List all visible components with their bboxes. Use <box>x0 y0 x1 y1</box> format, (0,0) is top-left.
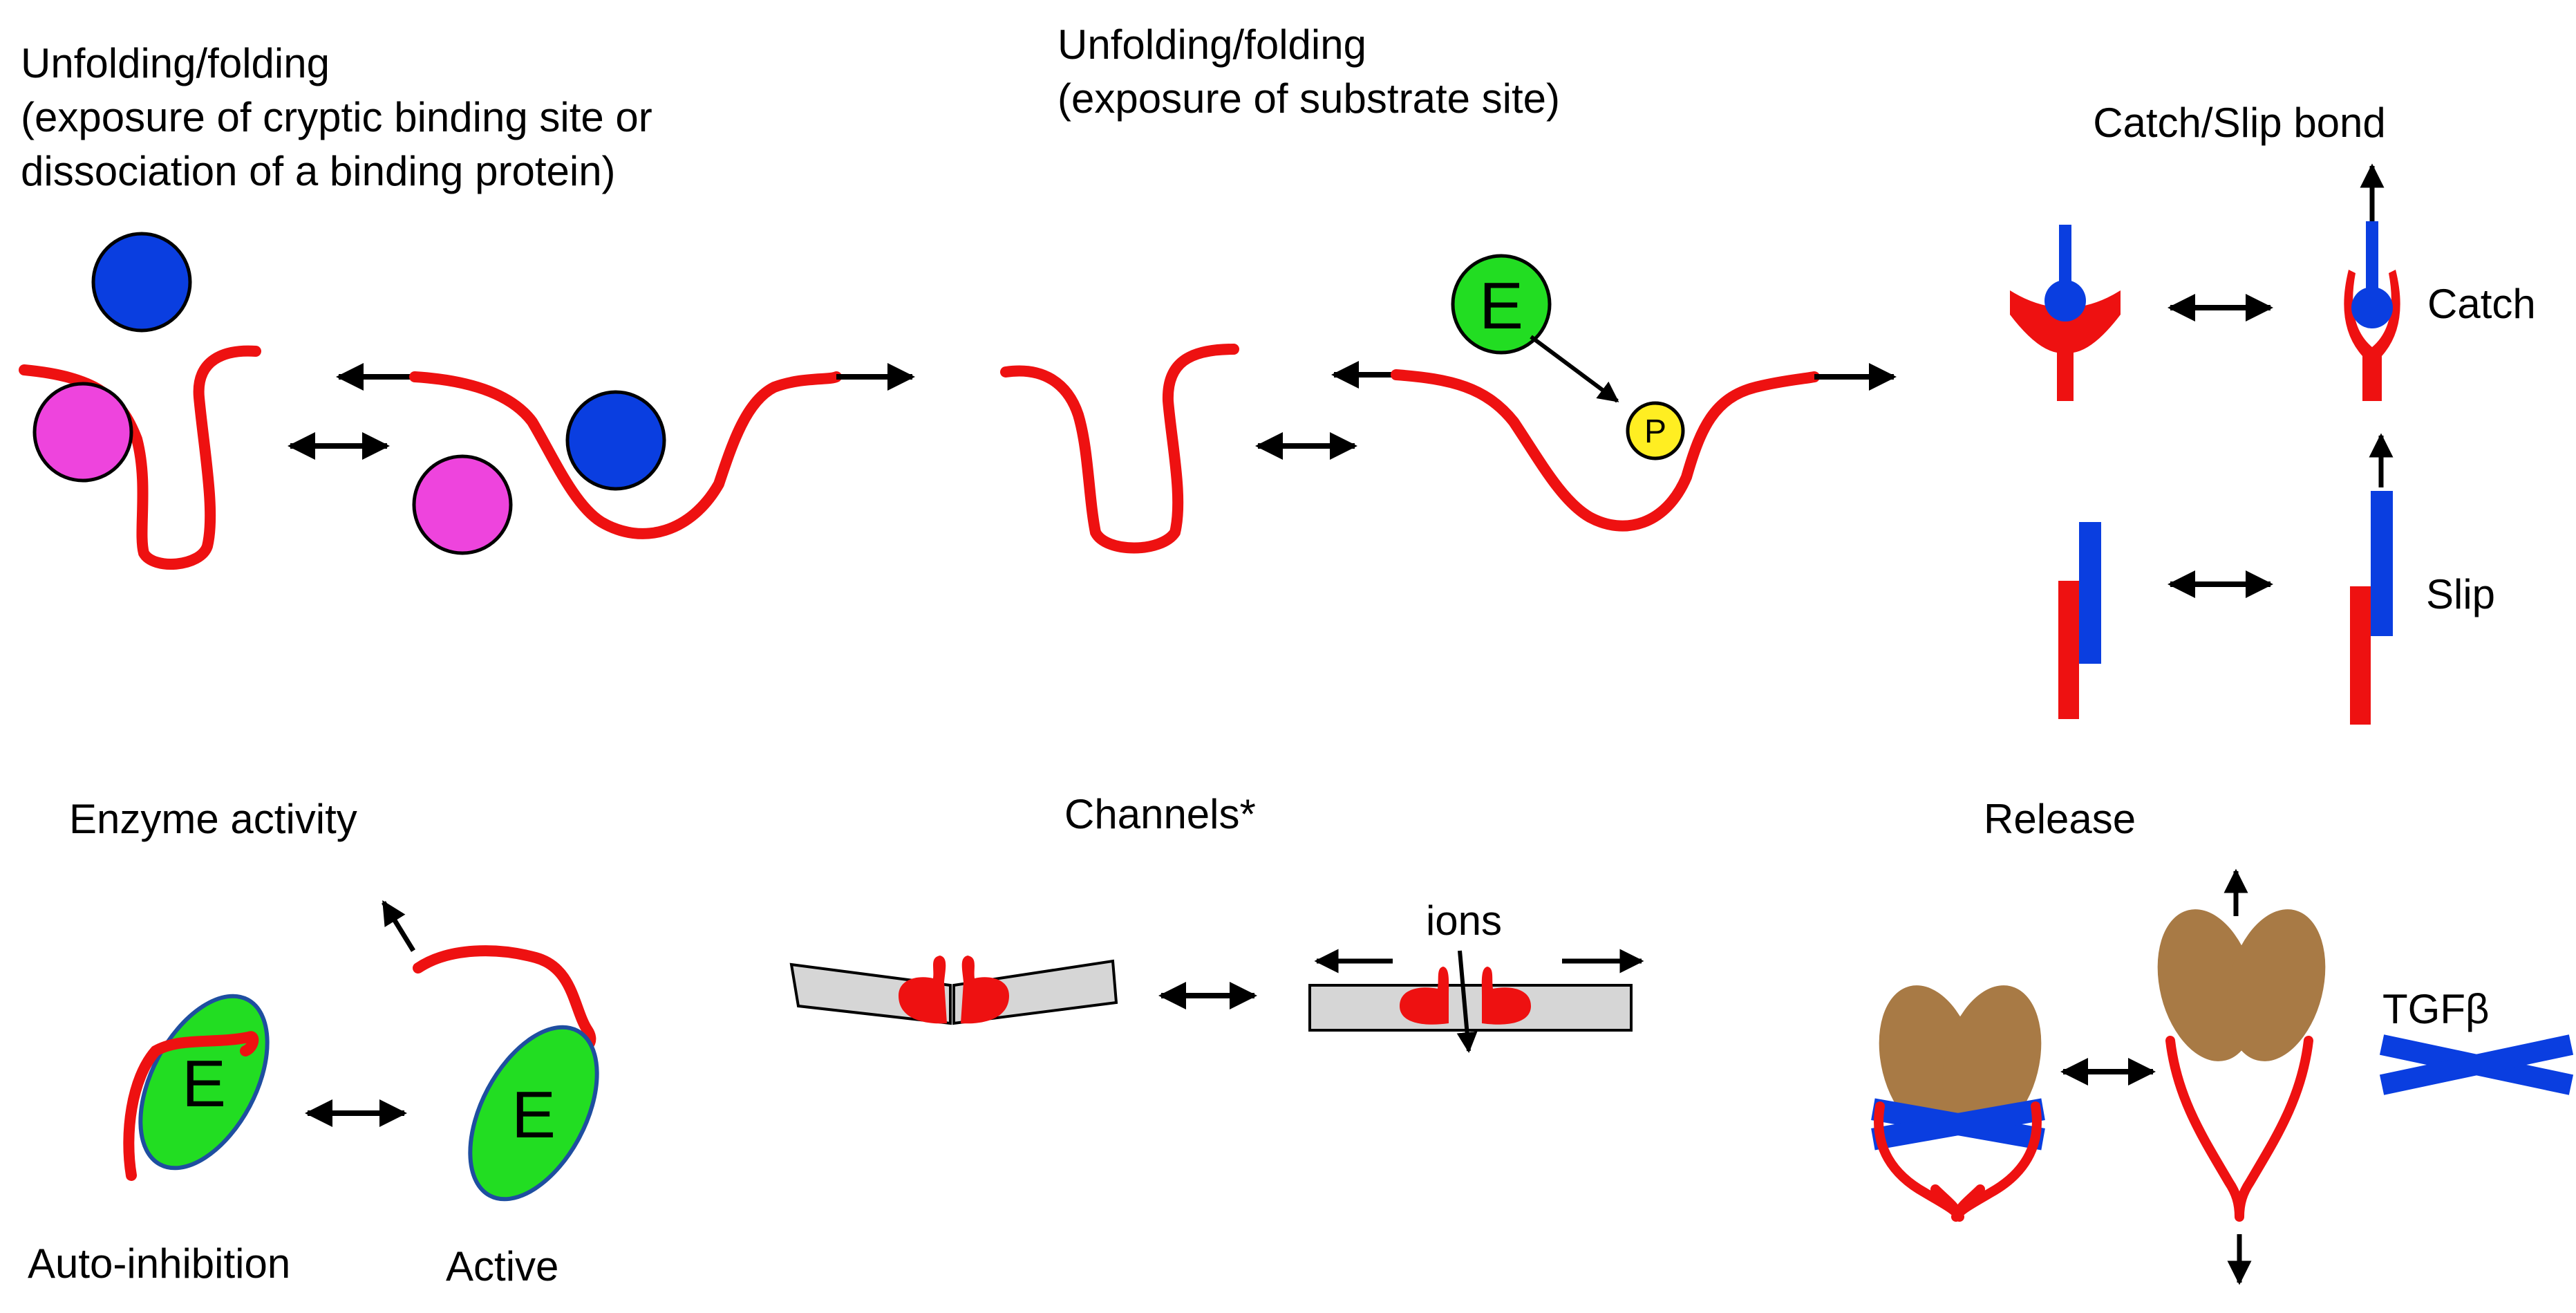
ions-label: ions <box>1426 897 1502 944</box>
panel1-title-line3: dissociation of a binding protein) <box>21 148 616 194</box>
catch-label: Catch <box>2427 281 2536 327</box>
blue-binding-protein <box>91 232 192 333</box>
blue-protein-released <box>565 390 666 491</box>
channel-closed-right-subunit <box>961 956 1009 1024</box>
panel-release: Release TGFβ <box>1871 796 2574 1285</box>
auto-inhibition-caption: Auto-inhibition <box>28 1240 290 1287</box>
tgfb-label: TGFβ <box>2382 986 2489 1032</box>
enzyme-label-top: E <box>1479 269 1523 343</box>
panel5-title: Channels* <box>1064 791 1256 837</box>
panel-channels: Channels* ions <box>789 791 1644 1053</box>
enzyme-force-arrow <box>382 900 415 952</box>
panel-unfolding-substrate: Unfolding/folding (exposure of substrate… <box>1000 21 1897 554</box>
magenta-binding-protein <box>32 382 133 483</box>
open-prodomain-chains <box>2165 1036 2313 1222</box>
active-chain <box>413 945 596 1051</box>
folded-chain-substrate <box>1000 344 1239 554</box>
tgfb-free-bar-2 <box>2379 1034 2574 1095</box>
phosphate-label: P <box>1644 413 1666 450</box>
latency-lobe-right-1 <box>1942 985 2042 1137</box>
unfolded-chain-left <box>409 371 842 539</box>
phosphate-circle <box>1626 401 1685 460</box>
autoinhibitory-chain <box>123 1031 259 1181</box>
channel-open-right-subunit <box>1481 967 1531 1025</box>
catch-ligand-stem-right <box>2366 221 2378 304</box>
channel-open-left-subunit <box>1400 967 1449 1025</box>
catch-ligand-head-right <box>2351 287 2393 328</box>
membrane-open <box>1308 984 1633 1032</box>
enzyme-ellipse-active <box>468 1025 599 1202</box>
catch-receptor-left <box>2010 290 2121 401</box>
slip-ligand-right <box>2371 491 2393 636</box>
panel-catch-slip: Catch/Slip bond Catch Slip <box>2010 100 2536 725</box>
enzyme-label-active: E <box>511 1078 556 1152</box>
panel1-title-line2: (exposure of cryptic binding site or <box>21 94 652 140</box>
panel-enzyme-activity: Enzyme activity E Auto-inhibition E Acti… <box>28 796 599 1289</box>
slip-label: Slip <box>2426 571 2495 617</box>
panel4-title: Enzyme activity <box>69 796 357 842</box>
panel3-title: Catch/Slip bond <box>2093 100 2386 146</box>
tgfb-bar-latent-2 <box>1871 1098 2045 1151</box>
enzyme-circle <box>1451 254 1552 355</box>
enzyme-label-inhibited: E <box>182 1047 226 1121</box>
catch-ligand-head-left <box>2044 280 2086 322</box>
active-caption: Active <box>446 1243 558 1289</box>
slip-receptor-left <box>2058 581 2079 719</box>
channel-closed-left-subunit <box>899 956 947 1024</box>
panel1-title-line1: Unfolding/folding <box>21 40 330 86</box>
phosphorylation-arrow <box>1530 335 1619 403</box>
slip-receptor-right <box>2350 586 2371 725</box>
panel2-title-line2: (exposure of substrate site) <box>1057 75 1560 122</box>
ion-flow-arrow <box>1456 950 1478 1053</box>
catch-receptor-right <box>2344 270 2400 401</box>
slip-ligand-left <box>2079 522 2101 664</box>
latent-prodomain-chains <box>1874 1101 2042 1222</box>
unfolded-chain-substrate <box>1391 369 1820 532</box>
panel2-title-line1: Unfolding/folding <box>1057 21 1366 68</box>
magenta-protein-released <box>412 454 513 555</box>
panel-unfolding-binding: Unfolding/folding (exposure of cryptic b… <box>19 40 915 570</box>
panel6-title: Release <box>1984 796 2136 842</box>
latency-lobe-right-2 <box>2226 909 2326 1061</box>
